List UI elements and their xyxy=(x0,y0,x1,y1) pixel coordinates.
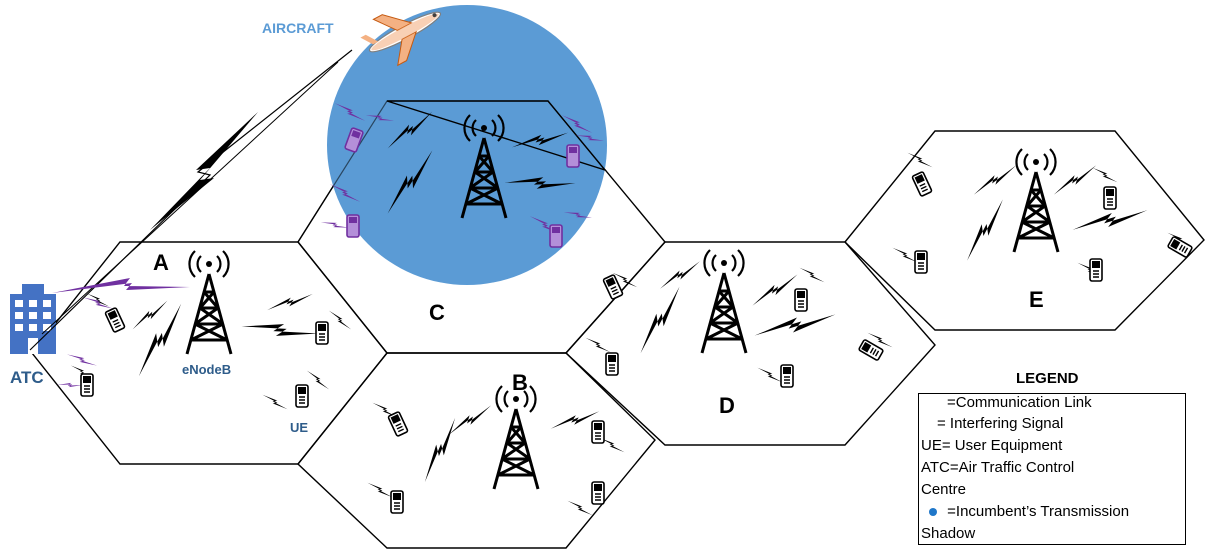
ue-phone-icon xyxy=(591,420,605,444)
aircraft-icon xyxy=(360,11,442,67)
ue-label: UE xyxy=(290,420,309,435)
ue-phone-icon xyxy=(1089,258,1103,282)
interfering-signal-atc xyxy=(52,278,190,293)
enodeb-d-tower-icon xyxy=(700,248,748,355)
ue-phone-icon xyxy=(914,250,928,274)
enodeb-a-tower-icon xyxy=(185,249,233,356)
cell-e-hexagon xyxy=(844,130,1205,331)
cell-label-c: C xyxy=(429,300,445,325)
enodeb-e-tower-icon xyxy=(1012,147,1060,254)
ue-phone-icon xyxy=(602,273,624,301)
ue-phone-icon xyxy=(911,170,933,198)
atc-aircraft-link xyxy=(29,49,353,351)
atc-building-icon xyxy=(10,284,56,354)
aircraft-label: AIRCRAFT xyxy=(262,20,334,36)
cell-label-e: E xyxy=(1029,287,1044,312)
ue-phone-icon xyxy=(1166,235,1194,259)
atc-label: ATC xyxy=(10,368,44,387)
ue-phone-icon xyxy=(104,306,126,334)
legend-shadow-text: =Incumbent’s Transmission xyxy=(943,503,1130,520)
enodeb-label: eNodeB xyxy=(182,362,232,377)
transmission-shadow-circle xyxy=(327,5,607,285)
legend-item-atc-cont: Centre xyxy=(921,481,967,498)
ue-phone-icon xyxy=(295,384,309,408)
ue-phone-icon xyxy=(605,352,619,376)
legend-item-user-equipment: UE= User Equipment xyxy=(921,437,1063,454)
legend-box: =Communication Link = Interfering Signal… xyxy=(918,393,1186,545)
legend-item-communication-link: =Communication Link xyxy=(947,394,1092,411)
legend-item-atc: ATC=Air Traffic Control xyxy=(921,459,1075,476)
ue-phone-icon xyxy=(857,338,885,362)
cell-label-b: B xyxy=(512,370,528,395)
enodeb-b-tower-icon xyxy=(492,384,540,491)
cell-label-d: D xyxy=(719,393,735,418)
ue-phone-icon xyxy=(387,410,409,438)
ue-phone-icon xyxy=(1103,186,1117,210)
atc-aircraft-bolt xyxy=(150,112,258,230)
legend-item-shadow-cont: Shadow xyxy=(921,525,976,542)
ue-phone-icon xyxy=(80,373,94,397)
ue-phone-icon xyxy=(591,481,605,505)
blue-dot-icon xyxy=(929,507,937,516)
ue-phone-icon xyxy=(794,288,808,312)
cell-label-a: A xyxy=(153,250,169,275)
legend-title: LEGEND xyxy=(1016,370,1079,387)
cell-d-hexagon xyxy=(565,241,936,446)
ue-phone-icon xyxy=(780,364,794,388)
cell-b-hexagon xyxy=(297,352,656,549)
legend-item-interfering-signal: = Interfering Signal xyxy=(937,415,1064,432)
interfered-ue-icons xyxy=(344,127,580,248)
ue-phone-icon xyxy=(315,321,329,345)
ue-phone-icon xyxy=(390,490,404,514)
legend-item-shadow: =Incumbent’s Transmission xyxy=(921,503,1129,520)
